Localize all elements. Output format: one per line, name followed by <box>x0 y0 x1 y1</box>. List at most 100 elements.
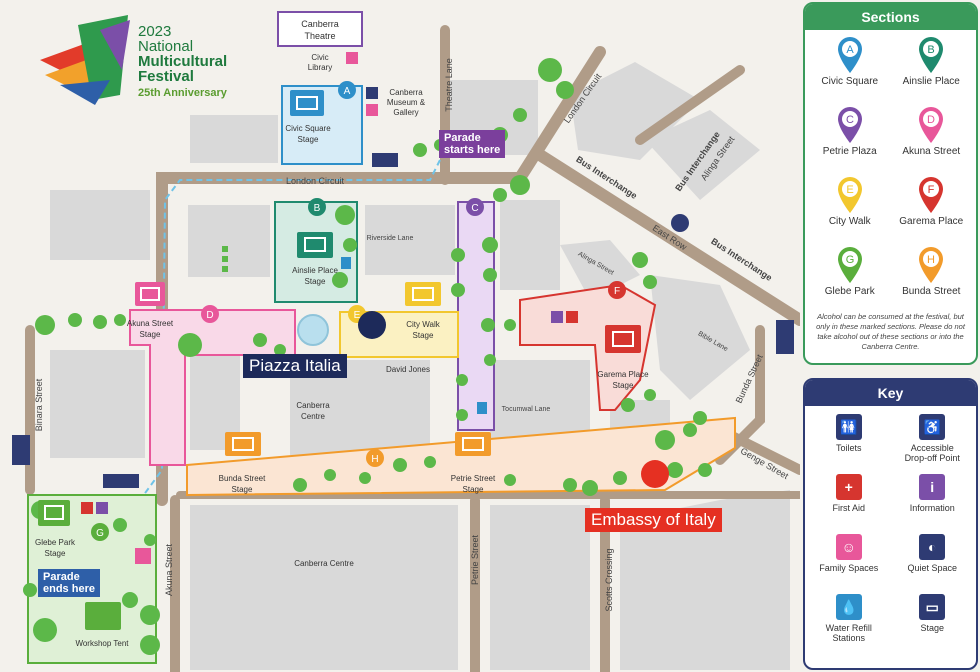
key-label: Quiet Space <box>907 563 958 573</box>
svg-text:B: B <box>928 44 935 56</box>
first-aid-icon: + <box>835 474 862 500</box>
section-item-g: G Glebe Park <box>809 246 891 310</box>
key-label: First Aid <box>832 503 865 513</box>
tocumwal-lane-label: Tocumwal Lane <box>502 406 551 413</box>
key-item-toilets: 🚻 Toilets <box>807 414 891 472</box>
david-jones-label: David Jones <box>386 365 430 374</box>
key-label: Stage <box>920 623 945 633</box>
scotts-crossing-label: Scotts Crossing <box>604 548 614 611</box>
civic-stage-label-1: Civic Square <box>285 124 331 133</box>
family-space-icon <box>135 548 151 564</box>
map-pin-icon: A <box>837 37 862 73</box>
section-pins: A B C D E F G H <box>91 81 626 541</box>
stage-icon: ▭ <box>919 594 946 620</box>
key-item-quiet-space: ◐Quiet Space <box>891 534 975 592</box>
akuna-stage-label-1: Akuna Street <box>127 319 174 328</box>
toilets-icon: 🚻 <box>835 414 862 440</box>
quiet-space-icon <box>366 87 378 99</box>
map-pin-icon: C <box>837 107 862 143</box>
festival-logo-emblem <box>40 15 130 105</box>
workshop-tent-icon <box>85 602 121 630</box>
ainslie-stage-label-1: Ainslie Place <box>292 266 338 275</box>
key-title: Key <box>805 380 976 406</box>
fountain-icon <box>297 314 329 346</box>
museum-label-2: Museum & <box>387 98 426 107</box>
museum-label-3: Gallery <box>393 108 418 117</box>
garema-stage-label-2: Stage <box>613 381 634 390</box>
bunda-stage-label-1: Bunda Street <box>219 474 266 483</box>
riverside-lane-label: Riverside Lane <box>367 235 414 242</box>
city-walk-stage-label-2: Stage <box>413 331 434 340</box>
canberra-centre-label-2: Centre <box>301 412 326 421</box>
civic-stage-icon <box>290 90 324 116</box>
workshop-tent-label: Workshop Tent <box>75 639 129 648</box>
section-name: Ainslie Place <box>902 76 960 87</box>
petrie-stage-icon <box>455 432 491 456</box>
drop-off-icon: ♿ <box>919 414 946 440</box>
section-item-b: B Ainslie Place <box>891 36 973 100</box>
logo-line-national: National <box>138 38 194 55</box>
key-label: Family Spaces <box>819 563 879 573</box>
zone-akuna-street <box>129 309 296 466</box>
section-name: Civic Square <box>821 76 879 87</box>
section-name: Garema Place <box>899 216 964 227</box>
ainslie-stage-icon <box>297 232 333 258</box>
parade-end-label: Parade ends here <box>38 569 100 597</box>
trees <box>23 58 712 655</box>
svg-text:C: C <box>471 203 478 214</box>
svg-text:H: H <box>371 454 378 465</box>
civic-library-label-1: Civic <box>311 53 328 62</box>
water-refill-icon <box>341 257 351 269</box>
petrie-stage-label-1: Petrie Street <box>451 474 496 483</box>
svg-text:A: A <box>344 86 351 97</box>
key-item-stage: ▭ Stage <box>891 594 975 652</box>
bunda-stage-label-2: Stage <box>232 485 253 494</box>
information-icon <box>551 311 563 323</box>
drop-off-icon <box>776 320 794 354</box>
svg-text:H: H <box>927 254 935 266</box>
key-label: Toilets <box>835 443 862 453</box>
akuna-stage-label-2: Stage <box>140 330 161 339</box>
canberra-theatre-label-2: Theatre <box>304 31 335 41</box>
logo-line-multicultural: Multicultural <box>138 53 228 70</box>
section-name: Glebe Park <box>824 286 875 297</box>
alcohol-note: Alcohol can be consumed at the festival,… <box>816 312 965 351</box>
key-label: Information <box>909 503 955 513</box>
toilets-icon <box>103 474 139 488</box>
festival-map: Canberra Theatre A B C D E F G H <box>12 11 800 672</box>
drop-off-icon <box>12 435 30 465</box>
logo-anniversary: 25th Anniversary <box>138 87 227 99</box>
family-space-icon <box>366 104 378 116</box>
svg-text:A: A <box>846 44 854 56</box>
akuna-stage-icon <box>135 282 165 306</box>
glebe-stage-label-2: Stage <box>45 549 66 558</box>
canberra-centre-label-1: Canberra <box>296 401 330 410</box>
section-name: Akuna Street <box>902 146 961 157</box>
svg-text:G: G <box>845 254 854 266</box>
piazza-italia-marker <box>358 311 386 339</box>
svg-text:B: B <box>314 203 321 214</box>
section-name: City Walk <box>828 216 871 227</box>
ainslie-stage-label-2: Stage <box>305 277 326 286</box>
section-name: Petrie Plaza <box>822 146 877 157</box>
facility-markers <box>12 52 794 564</box>
embassy-of-italy-callout: Embassy of Italy <box>585 508 722 532</box>
bunda-stage-icon <box>225 432 261 456</box>
civic-library-label-2: Library <box>308 63 332 72</box>
bus-icon <box>671 214 689 232</box>
family-space-icon <box>346 52 358 64</box>
canberra-centre-big-label: Canberra Centre <box>294 559 354 568</box>
city-walk-stage-label-1: City Walk <box>406 320 440 329</box>
key-item-first-aid: + First Aid <box>807 474 891 532</box>
canberra-theatre-box <box>277 11 363 47</box>
garema-stage-label-1: Garema Place <box>597 370 649 379</box>
svg-text:D: D <box>927 114 935 126</box>
